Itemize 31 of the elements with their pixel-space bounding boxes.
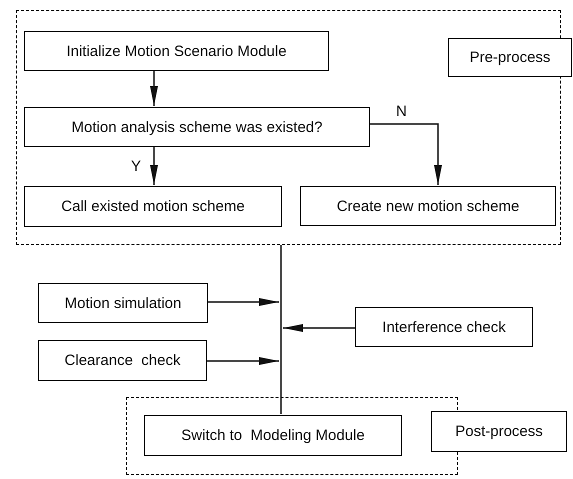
node-text: Switch to Modeling Module <box>181 427 365 444</box>
node-text: Initialize Motion Scenario Module <box>66 42 287 60</box>
edge-label: Y <box>130 159 142 174</box>
process-box <box>355 307 533 347</box>
node-text: Motion analysis scheme was existed? <box>72 118 322 136</box>
process-box <box>24 107 370 147</box>
arrow <box>207 357 279 365</box>
process-box <box>38 340 207 381</box>
dashed-group-box <box>126 397 458 475</box>
process-box <box>24 31 329 71</box>
node-text: Create new motion scheme <box>336 198 520 214</box>
arrow <box>283 324 355 332</box>
arrow <box>208 298 279 306</box>
node-text: Clearance check <box>64 352 180 369</box>
connector-line <box>280 245 282 414</box>
node-text: Interference check <box>382 318 506 336</box>
arrow <box>150 70 158 106</box>
process-box <box>24 186 282 227</box>
process-box <box>38 283 208 323</box>
process-box <box>431 411 567 452</box>
arrow <box>369 123 442 185</box>
process-box <box>448 38 572 77</box>
node-text: Pre-process <box>470 49 550 66</box>
node-text: Call existed motion scheme <box>61 198 245 215</box>
node-text: Post-process <box>455 423 543 440</box>
process-box <box>300 186 556 226</box>
edge-label: N <box>395 104 408 119</box>
arrow <box>150 146 158 185</box>
process-box <box>144 415 402 456</box>
dashed-group-box <box>16 10 561 245</box>
node-text: Motion simulation <box>64 294 182 312</box>
